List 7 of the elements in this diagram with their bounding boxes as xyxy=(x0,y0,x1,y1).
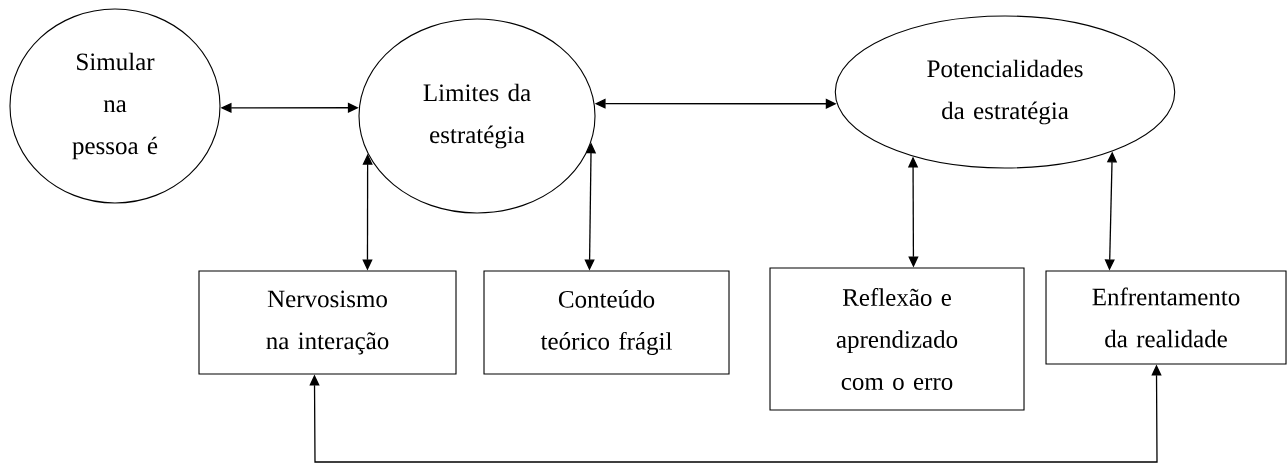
ellipse-node: Simular na pessoa é xyxy=(9,8,221,204)
text-box: Conteúdo teórico frágil xyxy=(483,270,730,375)
ellipse-node: Limites da estratégia xyxy=(358,18,596,214)
text-box: Nervosismo na interação xyxy=(198,270,457,375)
text-box: Reflexão e aprendizado com o erro xyxy=(769,267,1025,411)
ellipse-node: Potencialidades da estratégia xyxy=(834,15,1176,169)
text-box: Enfrentamento da realidade xyxy=(1045,270,1287,365)
